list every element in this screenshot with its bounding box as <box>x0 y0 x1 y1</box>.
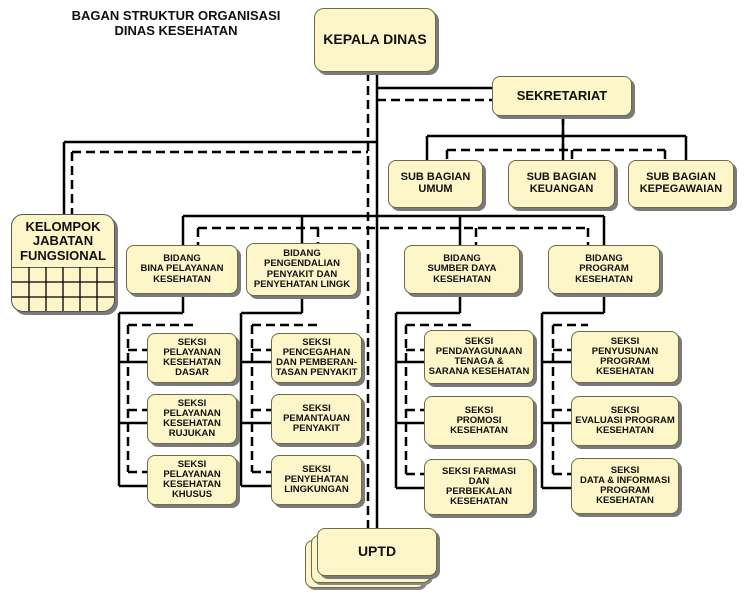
sub-bagian-keuangan-box: SUB BAGIAN KEUANGAN <box>508 160 615 208</box>
seksi-pendayagunaan-tenaga-sarana-box: SEKSI PENDAYAGUNAAN TENAGA & SARANA KESE… <box>424 330 534 384</box>
seksi-promosi-kesehatan-box: SEKSI PROMOSI KESEHATAN <box>424 396 534 446</box>
uptd-box: UPTD <box>317 528 437 576</box>
seksi-pemantauan-penyakit-box: SEKSI PEMANTAUAN PENYAKIT <box>271 394 362 444</box>
seksi-pelayanan-kesehatan-rujukan-box: SEKSI PELAYANAN KESEHATAN RUJUKAN <box>147 394 237 444</box>
kelompok-jabatan-fungsional-label: KELOMPOK JABATAN FUNGSIONAL <box>20 219 106 263</box>
seksi-data-informasi-program-box: SEKSI DATA & INFORMASI PROGRAM KESEHATAN <box>571 458 679 514</box>
kepala-dinas-box: KEPALA DINAS <box>314 8 436 72</box>
bidang-bina-pelayanan-kesehatan-box: BIDANG BINA PELAYANAN KESEHATAN <box>126 245 238 294</box>
bidang-sumber-daya-kesehatan-box: BIDANG SUMBER DAYA KESEHATAN <box>404 245 520 294</box>
sekretariat-box: SEKRETARIAT <box>492 76 632 116</box>
kelompok-jabatan-fungsional-box: KELOMPOK JABATAN FUNGSIONAL <box>11 214 115 312</box>
seksi-evaluasi-program-box: SEKSI EVALUASI PROGRAM KESEHATAN <box>571 396 679 446</box>
seksi-pelayanan-kesehatan-khusus-box: SEKSI PELAYANAN KESEHATAN KHUSUS <box>147 455 237 505</box>
seksi-pelayanan-kesehatan-dasar-box: SEKSI PELAYANAN KESEHATAN DASAR <box>147 333 237 383</box>
seksi-penyusunan-program-box: SEKSI PENYUSUNAN PROGRAM KESEHATAN <box>571 331 679 383</box>
seksi-pencegahan-pemberantasan-penyakit-box: SEKSI PENCEGAHAN DAN PEMBERAN- TASAN PEN… <box>271 333 362 383</box>
seksi-farmasi-perbekalan-box: SEKSI FARMASI DAN PERBEKALAN KESEHATAN <box>424 459 534 515</box>
bidang-program-kesehatan-box: BIDANG PROGRAM KESEHATAN <box>548 245 660 294</box>
kelompok-grid <box>12 267 114 311</box>
chart-title: BAGAN STRUKTUR ORGANISASI DINAS KESEHATA… <box>71 8 281 38</box>
sub-bagian-umum-box: SUB BAGIAN UMUM <box>388 160 483 208</box>
seksi-penyehatan-lingkungan-box: SEKSI PENYEHATAN LINGKUNGAN <box>271 455 362 505</box>
sub-bagian-kepegawaian-box: SUB BAGIAN KEPEGAWAIAN <box>628 160 734 208</box>
bidang-pengendalian-penyakit-box: BIDANG PENGENDALIAN PENYAKIT DAN PENYEHA… <box>246 243 358 296</box>
